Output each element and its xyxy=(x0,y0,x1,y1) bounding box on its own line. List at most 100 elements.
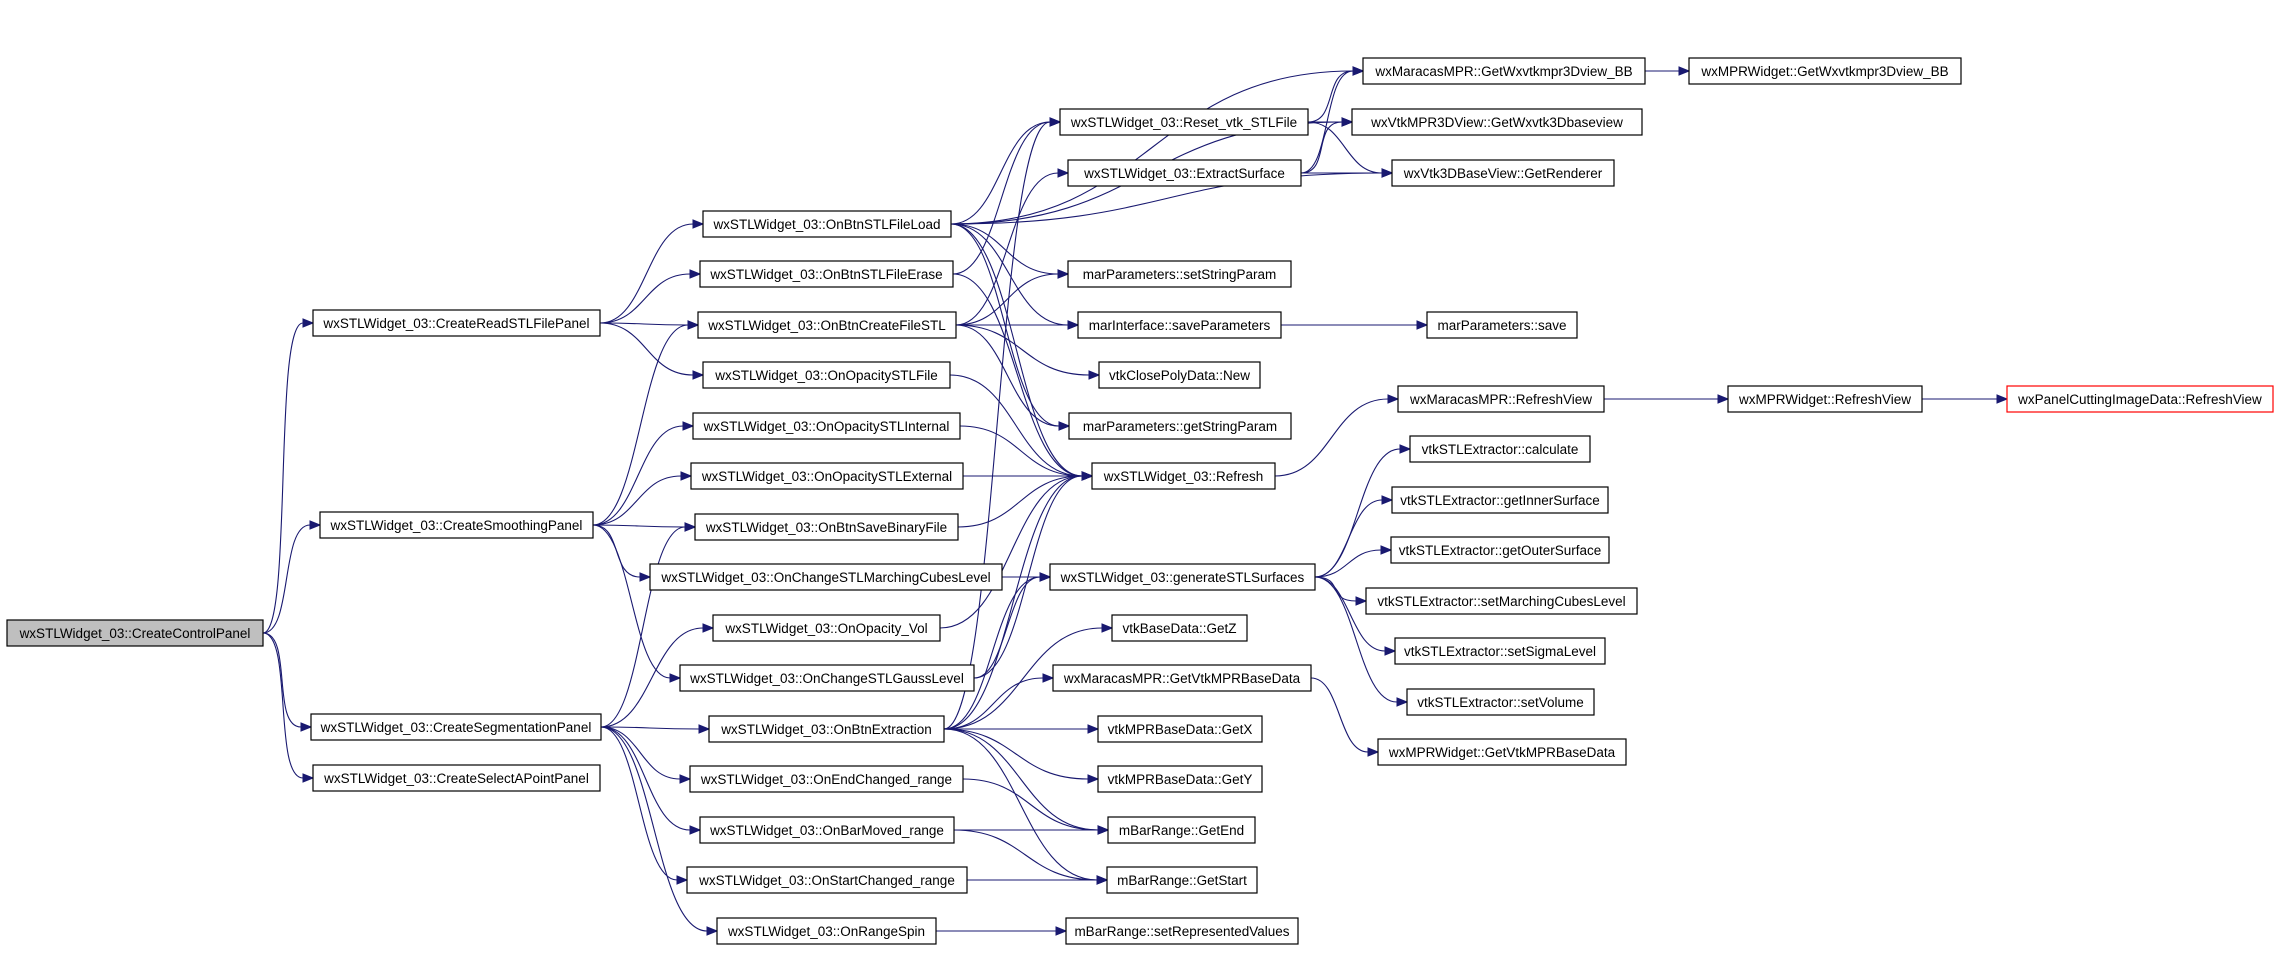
edge-arrowhead xyxy=(1057,269,1070,279)
node-label: vtkSTLExtractor::calculate xyxy=(1422,442,1579,457)
edge-arrowhead xyxy=(1088,370,1101,380)
node-label: vtkMPRBaseData::GetY xyxy=(1108,772,1253,787)
edge-line xyxy=(600,726,681,780)
node-label: vtkSTLExtractor::setSigmaLevel xyxy=(1404,644,1596,659)
node-create-control-panel[interactable]: wxSTLWidget_03::CreateControlPanel xyxy=(6,619,264,647)
node-label: wxSTLWidget_03::CreateReadSTLFilePanel xyxy=(322,316,589,331)
edge-arrowhead xyxy=(302,318,315,328)
node-on-bar-moved-range[interactable]: wxSTLWidget_03::OnBarMoved_range xyxy=(699,816,955,844)
edge-line xyxy=(592,475,682,526)
node-on-btn-extraction[interactable]: wxSTLWidget_03::OnBtnExtraction xyxy=(708,715,945,743)
node-create-segmentation-panel[interactable]: wxSTLWidget_03::CreateSegmentationPanel xyxy=(310,713,602,741)
edge-arrowhead xyxy=(676,875,689,885)
node-on-opacity-vol[interactable]: wxSTLWidget_03::OnOpacity_Vol xyxy=(712,614,941,642)
node-on-opacity-stlinternal[interactable]: wxSTLWidget_03::OnOpacitySTLInternal xyxy=(692,412,961,440)
node-label: wxSTLWidget_03::Refresh xyxy=(1103,469,1264,484)
node-on-range-spin[interactable]: wxSTLWidget_03::OnRangeSpin xyxy=(716,917,937,945)
edge-arrowhead xyxy=(1678,66,1691,76)
node-vtk-base-data-get-z[interactable]: vtkBaseData::GetZ xyxy=(1111,614,1248,642)
edge-create-control-panel-to-create-segmentation-panel xyxy=(262,632,313,732)
node-mpr-refresh-view[interactable]: wxMaracasMPR::RefreshView xyxy=(1397,385,1605,413)
edge-line xyxy=(962,778,1099,831)
node-m-bar-range-get-end[interactable]: mBarRange::GetEnd xyxy=(1107,816,1256,844)
node-on-btn-stlfile-load[interactable]: wxSTLWidget_03::OnBtnSTLFileLoad xyxy=(702,210,952,238)
edge-create-smoothing-panel-to-on-btn-create-file-stl xyxy=(592,320,700,526)
node-label: wxSTLWidget_03::OnOpacitySTLFile xyxy=(714,368,938,383)
node-vtk-mprbase-data-get-y[interactable]: vtkMPRBaseData::GetY xyxy=(1097,765,1263,793)
node-get-string-param[interactable]: marParameters::getStringParam xyxy=(1068,412,1292,440)
node-box xyxy=(1377,738,1627,766)
node-generate-stlsurfaces[interactable]: wxSTLWidget_03::generateSTLSurfaces xyxy=(1049,563,1316,591)
edge-line xyxy=(592,524,671,679)
edge-create-segmentation-panel-to-on-end-changed-range xyxy=(600,726,692,784)
node-widget-get-wxvtkmpr3-dview-bb[interactable]: wxMPRWidget::GetWxvtkmpr3Dview_BB xyxy=(1688,57,1962,85)
node-label: wxSTLWidget_03::OnOpacitySTLInternal xyxy=(703,419,950,434)
edge-arrowhead xyxy=(692,219,705,229)
edge-line xyxy=(592,324,689,526)
node-on-btn-stlfile-erase[interactable]: wxSTLWidget_03::OnBtnSTLFileErase xyxy=(699,260,954,288)
node-create-select-apoint-panel[interactable]: wxSTLWidget_03::CreateSelectAPointPanel xyxy=(312,764,601,792)
node-on-start-changed-range[interactable]: wxSTLWidget_03::OnStartChanged_range xyxy=(686,866,968,894)
node-set-sigma-level[interactable]: vtkSTLExtractor::setSigmaLevel xyxy=(1394,637,1606,665)
node-get-vtk-mprbase-data[interactable]: wxMaracasMPR::GetVtkMPRBaseData xyxy=(1052,664,1312,692)
edge-line xyxy=(599,322,694,376)
node-mar-parameters-save[interactable]: marParameters::save xyxy=(1426,311,1578,339)
node-on-end-changed-range[interactable]: wxSTLWidget_03::OnEndChanged_range xyxy=(689,765,964,793)
node-box xyxy=(699,260,954,288)
node-calculate[interactable]: vtkSTLExtractor::calculate xyxy=(1409,435,1591,463)
node-on-change-stlgauss-level[interactable]: wxSTLWidget_03::OnChangeSTLGaussLevel xyxy=(679,664,975,692)
node-on-btn-save-binary-file[interactable]: wxSTLWidget_03::OnBtnSaveBinaryFile xyxy=(694,513,959,541)
node-get-outer-surface[interactable]: vtkSTLExtractor::getOuterSurface xyxy=(1390,536,1610,564)
node-m-bar-range-get-start[interactable]: mBarRange::GetStart xyxy=(1106,866,1258,894)
node-on-opacity-stlexternal[interactable]: wxSTLWidget_03::OnOpacitySTLExternal xyxy=(690,462,964,490)
node-label: wxSTLWidget_03::CreateSmoothingPanel xyxy=(330,518,583,533)
edge-line xyxy=(952,273,1083,477)
node-on-btn-create-file-stl[interactable]: wxSTLWidget_03::OnBtnCreateFileSTL xyxy=(697,311,957,339)
edge-on-btn-create-file-stl-to-save-parameters xyxy=(955,320,1080,330)
nodes-layer: wxSTLWidget_03::CreateControlPanelwxSTLW… xyxy=(6,57,2274,945)
node-set-string-param[interactable]: marParameters::setStringParam xyxy=(1067,260,1292,288)
edge-arrowhead xyxy=(689,825,702,835)
node-vtk-close-poly-data-new[interactable]: vtkClosePolyData::New xyxy=(1098,361,1261,389)
node-on-opacity-stlfile[interactable]: wxSTLWidget_03::OnOpacitySTLFile xyxy=(702,361,951,389)
node-mpr-get-wxvtkmpr3-dview-bb[interactable]: wxMaracasMPR::GetWxvtkmpr3Dview_BB xyxy=(1362,57,1646,85)
edge-arrowhead xyxy=(680,471,693,481)
edge-create-smoothing-panel-to-on-opacity-stlexternal xyxy=(592,471,693,526)
edge-arrowhead xyxy=(1101,623,1114,633)
edge-line xyxy=(262,524,311,634)
node-box xyxy=(686,866,968,894)
node-panel-cutting-refresh-view[interactable]: wxPanelCuttingImageData::RefreshView xyxy=(2006,385,2274,413)
node-set-represented-values[interactable]: mBarRange::setRepresentedValues xyxy=(1065,917,1299,945)
edge-on-btn-extraction-to-refresh xyxy=(943,471,1094,730)
node-get-wxvtk3-dbaseview[interactable]: wxVtkMPR3DView::GetWxvtk3Dbaseview xyxy=(1351,108,1643,136)
edge-create-segmentation-panel-to-on-btn-save-binary-file xyxy=(600,522,697,728)
node-get-inner-surface[interactable]: vtkSTLExtractor::getInnerSurface xyxy=(1391,486,1609,514)
node-vtk-mprbase-data-get-x[interactable]: vtkMPRBaseData::GetX xyxy=(1097,715,1263,743)
node-label: wxSTLWidget_03::OnBarMoved_range xyxy=(709,823,944,838)
edge-create-control-panel-to-create-smoothing-panel xyxy=(262,520,322,634)
node-label: wxMPRWidget::RefreshView xyxy=(1738,392,1911,407)
node-widget-refresh-view[interactable]: wxMPRWidget::RefreshView xyxy=(1727,385,1923,413)
node-set-marching-cubes-level[interactable]: vtkSTLExtractor::setMarchingCubesLevel xyxy=(1365,587,1638,615)
node-widget-get-vtk-mprbase-data[interactable]: wxMPRWidget::GetVtkMPRBaseData xyxy=(1377,738,1627,766)
edge-arrowhead xyxy=(698,724,711,734)
edge-line xyxy=(262,632,302,728)
node-get-renderer[interactable]: wxVtk3DBaseView::GetRenderer xyxy=(1391,159,1615,187)
node-create-smoothing-panel[interactable]: wxSTLWidget_03::CreateSmoothingPanel xyxy=(319,511,594,539)
edge-arrowhead xyxy=(1096,875,1109,885)
node-extract-surface[interactable]: wxSTLWidget_03::ExtractSurface xyxy=(1067,159,1302,187)
node-box xyxy=(702,361,951,389)
node-label: wxSTLWidget_03::Reset_vtk_STLFile xyxy=(1070,115,1297,130)
node-set-volume[interactable]: vtkSTLExtractor::setVolume xyxy=(1406,688,1595,716)
edge-arrowhead xyxy=(1381,495,1394,505)
node-reset-vtk-stlfile[interactable]: wxSTLWidget_03::Reset_vtk_STLFile xyxy=(1059,108,1309,136)
node-refresh[interactable]: wxSTLWidget_03::Refresh xyxy=(1091,462,1276,490)
node-create-read-stlfile-panel[interactable]: wxSTLWidget_03::CreateReadSTLFilePanel xyxy=(312,309,601,337)
node-save-parameters[interactable]: marInterface::saveParameters xyxy=(1077,311,1282,339)
node-on-change-stlmarching-cubes-level[interactable]: wxSTLWidget_03::OnChangeSTLMarchingCubes… xyxy=(649,563,1003,591)
node-box xyxy=(690,462,964,490)
edge-on-btn-create-file-stl-to-set-string-param xyxy=(955,269,1070,326)
node-box xyxy=(1727,385,1923,413)
node-box xyxy=(1067,260,1292,288)
edge-create-smoothing-panel-to-on-btn-save-binary-file xyxy=(592,522,697,532)
